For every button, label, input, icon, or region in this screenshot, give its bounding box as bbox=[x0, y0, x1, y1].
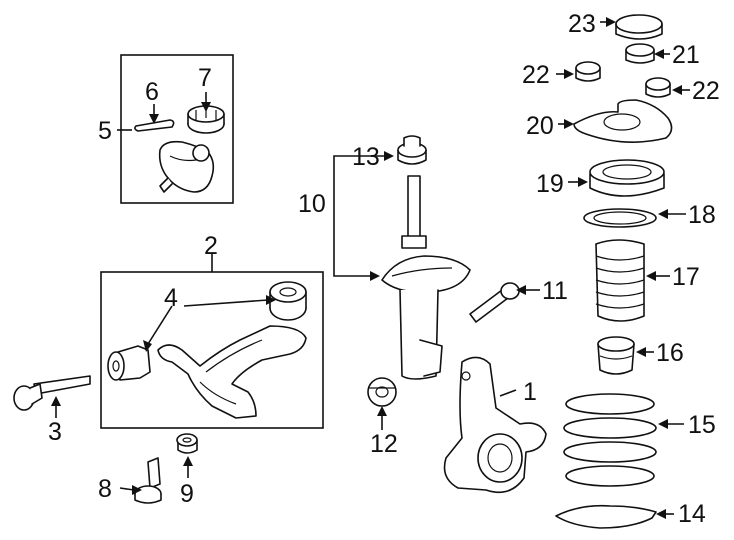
callout-19: 19 bbox=[536, 170, 564, 198]
part-15-coil-spring bbox=[563, 393, 657, 487]
part-21-spacer bbox=[625, 43, 655, 64]
part-6-cotter-pin bbox=[134, 119, 175, 132]
callout-10: 10 bbox=[298, 190, 326, 218]
part-2-lower-control-arm bbox=[157, 325, 307, 419]
callout-8: 8 bbox=[98, 475, 112, 503]
callout-22-left: 22 bbox=[522, 61, 550, 89]
part-9-nut bbox=[176, 433, 198, 454]
part-22-nut-left bbox=[575, 61, 601, 82]
part-12-bushing bbox=[367, 377, 397, 407]
callout-5: 5 bbox=[98, 117, 112, 145]
control-arm-inner-edge bbox=[199, 339, 263, 405]
callout-17: 17 bbox=[672, 263, 700, 291]
part-22-nut-right bbox=[645, 77, 671, 98]
part-3-bolt bbox=[13, 375, 91, 411]
part-ball-joint bbox=[158, 140, 215, 193]
part-17-dust-boot bbox=[595, 239, 645, 322]
callout-18: 18 bbox=[688, 201, 716, 229]
callout-14: 14 bbox=[678, 500, 706, 528]
part-23-cap bbox=[615, 14, 663, 40]
part-1-knuckle bbox=[443, 356, 547, 494]
callout-23: 23 bbox=[568, 10, 596, 38]
part-16-bump-stop bbox=[597, 336, 635, 375]
callout-21: 21 bbox=[672, 41, 700, 69]
callout-1: 1 bbox=[523, 378, 537, 406]
box-ball-joint-group bbox=[120, 54, 234, 204]
part-4-bushing-front bbox=[107, 345, 151, 381]
part-10-strut bbox=[381, 175, 471, 380]
callout-15: 15 bbox=[688, 411, 716, 439]
part-11-bolt bbox=[469, 282, 520, 323]
callout-6: 6 bbox=[145, 78, 159, 106]
callout-13: 13 bbox=[352, 143, 380, 171]
leader-lines bbox=[51, 17, 690, 519]
part-19-bearing bbox=[589, 159, 665, 197]
part-4-bushing-rear bbox=[269, 281, 307, 321]
part-13-nut bbox=[397, 135, 427, 165]
callout-22-right: 22 bbox=[692, 77, 720, 105]
callout-11: 11 bbox=[542, 277, 568, 305]
callout-16: 16 bbox=[656, 339, 684, 367]
callout-4: 4 bbox=[164, 284, 178, 312]
part-20-strut-mount bbox=[573, 99, 673, 143]
callout-20: 20 bbox=[526, 112, 554, 140]
callout-2: 2 bbox=[204, 232, 218, 260]
callout-9: 9 bbox=[180, 480, 194, 508]
callout-3: 3 bbox=[48, 418, 62, 446]
callout-7: 7 bbox=[198, 64, 212, 92]
part-8-bolt bbox=[134, 457, 162, 504]
callout-12: 12 bbox=[370, 430, 398, 458]
part-18-insulator bbox=[583, 208, 657, 228]
part-14-spring-seat bbox=[555, 504, 657, 529]
